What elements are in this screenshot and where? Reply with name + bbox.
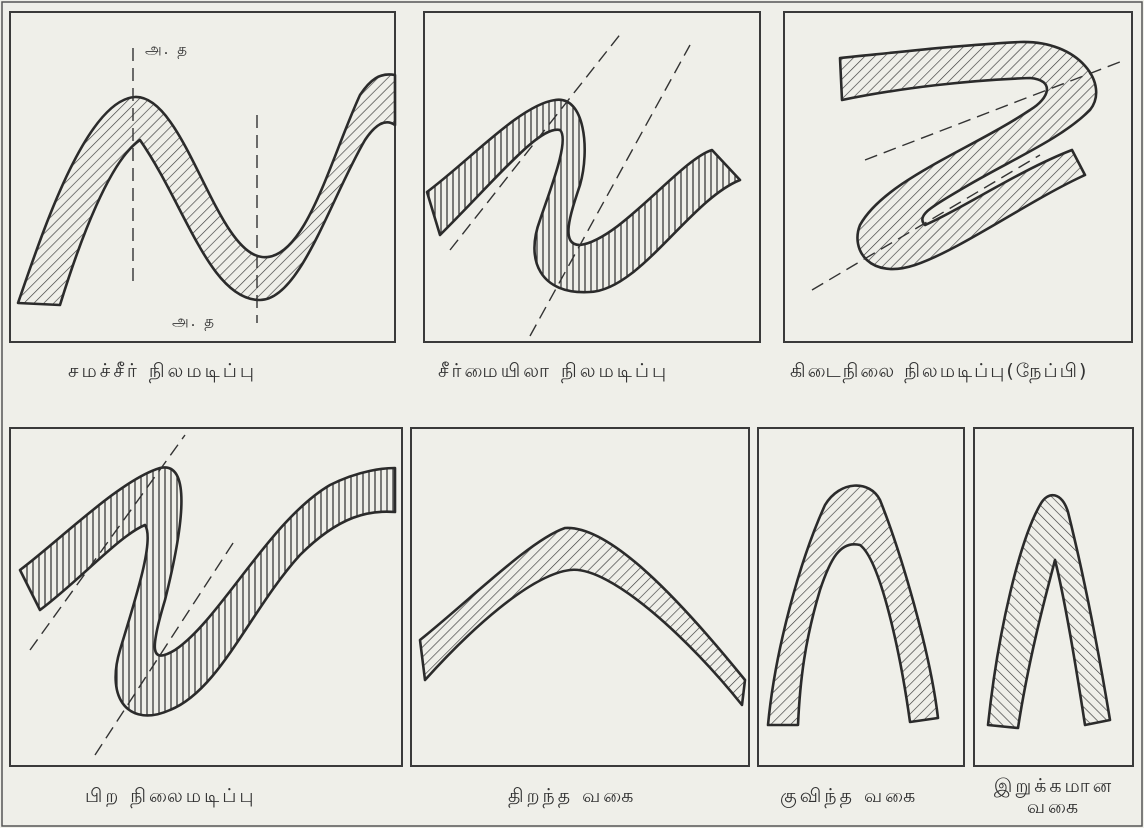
axis-label-top: அ. த — [145, 40, 189, 60]
panel-overturned — [10, 428, 402, 766]
panel-open — [411, 428, 749, 766]
panel-recumbent — [784, 12, 1132, 342]
panel-tight — [974, 428, 1133, 766]
caption-closed: குவிந்த வகை — [780, 785, 918, 810]
caption-open: திறந்த வகை — [508, 785, 636, 810]
caption-asymmetrical: சீர்மையிலா நிலமடிப்பு — [438, 360, 669, 385]
closed-fold-layer — [768, 486, 938, 725]
tight-fold-layer — [988, 495, 1110, 728]
recumbent-fold-layer — [840, 42, 1096, 269]
axis-label-bottom: அ. த — [172, 312, 216, 332]
panel-asymmetrical — [424, 12, 760, 342]
open-fold-layer — [420, 528, 745, 705]
symmetrical-fold-layer — [18, 74, 395, 305]
caption-recumbent: கிடைநிலை நிலமடிப்பு(நேப்பி) — [790, 360, 1088, 385]
caption-symmetrical: சமச்சீர் நிலமடிப்பு — [68, 360, 257, 385]
panel-closed — [758, 428, 964, 766]
caption-tight-line2: வகை — [974, 797, 1134, 818]
caption-tight-line1: இறுக்கமான — [974, 776, 1134, 797]
asymmetrical-fold-layer — [427, 100, 740, 292]
panel-symmetrical — [10, 12, 395, 342]
overturned-fold-layer — [20, 467, 395, 715]
caption-overturned: பிற நிலைமடிப்பு — [85, 785, 256, 810]
caption-tight: இறுக்கமான வகை — [974, 776, 1134, 818]
